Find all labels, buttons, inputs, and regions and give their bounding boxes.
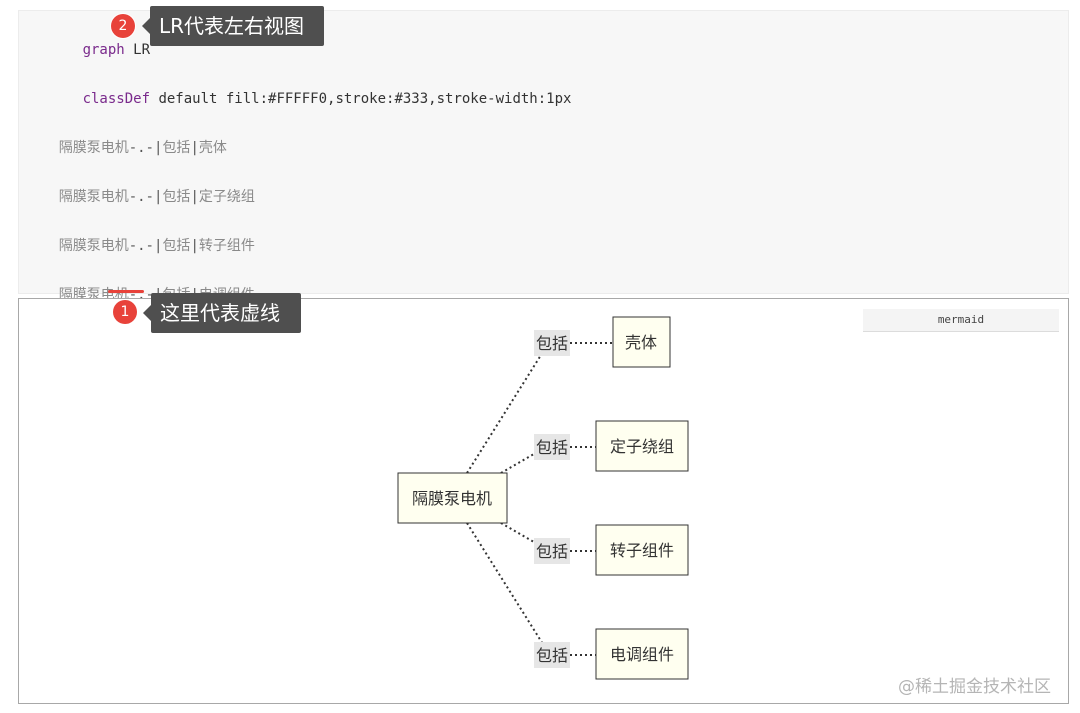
- annotation-badge-2: 2: [111, 14, 135, 38]
- edge-label-text: 包括: [536, 334, 568, 353]
- flowchart-svg: 包括 包括 包括 包括 隔膜泵电机 壳体: [397, 316, 689, 680]
- edge-label-text: 包括: [536, 646, 568, 665]
- code-edge-arrow: -.-: [128, 238, 154, 254]
- node-child-label: 定子绕组: [610, 437, 674, 456]
- code-pipe: |: [190, 238, 199, 254]
- code-keyword-classdef: classDef: [82, 91, 151, 107]
- edge-label-text: 包括: [536, 438, 568, 457]
- node-child-rotor: 转子组件: [595, 524, 689, 576]
- node-root-label: 隔膜泵电机: [412, 489, 492, 508]
- code-pipe: |: [154, 238, 163, 254]
- edge-root-to-label-2: [500, 450, 540, 474]
- code-line-classdef: classDef default fill:#FFFFF0,stroke:#33…: [32, 72, 572, 126]
- edge-root-to-label-3: [500, 522, 540, 546]
- node-child-label: 壳体: [625, 333, 657, 352]
- annotation-badge-1: 1: [113, 300, 137, 324]
- code-pipe: |: [154, 189, 163, 205]
- code-direction: LR: [124, 42, 151, 58]
- annotation-callout-1: 这里代表虚线: [143, 293, 301, 333]
- node-child-shell: 壳体: [612, 316, 671, 368]
- node-child-stator: 定子绕组: [595, 420, 689, 472]
- code-edge-label: 包括: [162, 189, 191, 205]
- code-line-edge: 隔膜泵电机-.-|包括|转子组件: [32, 219, 255, 273]
- code-block: graph LR classDef default fill:#FFFFF0,s…: [18, 10, 1069, 303]
- code-keyword-graph: graph: [82, 42, 125, 58]
- edge-label-text: 包括: [536, 542, 568, 561]
- diagram-panel: mermaid 包括 包括 包括: [18, 298, 1069, 704]
- node-root: 隔膜泵电机: [397, 472, 508, 524]
- code-edge-to: 定子绕组: [198, 189, 255, 205]
- dashed-arrow-underline: [108, 290, 144, 293]
- mermaid-tag: mermaid: [863, 309, 1059, 332]
- code-edge-from: 隔膜泵电机: [58, 238, 129, 254]
- code-line-edge: 隔膜泵电机-.-|包括|定子绕组: [32, 170, 255, 224]
- code-edge-to: 壳体: [198, 140, 227, 156]
- node-child-esc: 电调组件: [595, 628, 689, 680]
- code-classdef-rest: default fill:#FFFFF0,stroke:#333,stroke-…: [150, 91, 572, 107]
- code-edge-arrow: -.-: [128, 140, 154, 156]
- edge-label: 包括: [534, 330, 570, 356]
- code-line-edge: 隔膜泵电机-.-|包括|壳体: [32, 121, 227, 175]
- code-line-graph: graph LR: [32, 23, 150, 77]
- code-edge-arrow: -.-: [128, 189, 154, 205]
- code-edge-from: 隔膜泵电机: [58, 140, 129, 156]
- annotation-callout-2: LR代表左右视图: [142, 6, 324, 46]
- edge-label: 包括: [534, 538, 570, 564]
- code-pipe: |: [190, 189, 199, 205]
- code-pipe: |: [154, 140, 163, 156]
- edge-label: 包括: [534, 434, 570, 460]
- code-edge-from: 隔膜泵电机: [58, 189, 129, 205]
- code-pipe: |: [190, 140, 199, 156]
- code-edge-to: 转子组件: [198, 238, 255, 254]
- edge-label: 包括: [534, 642, 570, 668]
- code-edge-label: 包括: [162, 140, 191, 156]
- code-edge-label: 包括: [162, 238, 191, 254]
- watermark: @稀土掘金技术社区: [898, 677, 1051, 697]
- node-child-label: 转子组件: [610, 541, 674, 560]
- node-child-label: 电调组件: [610, 645, 674, 664]
